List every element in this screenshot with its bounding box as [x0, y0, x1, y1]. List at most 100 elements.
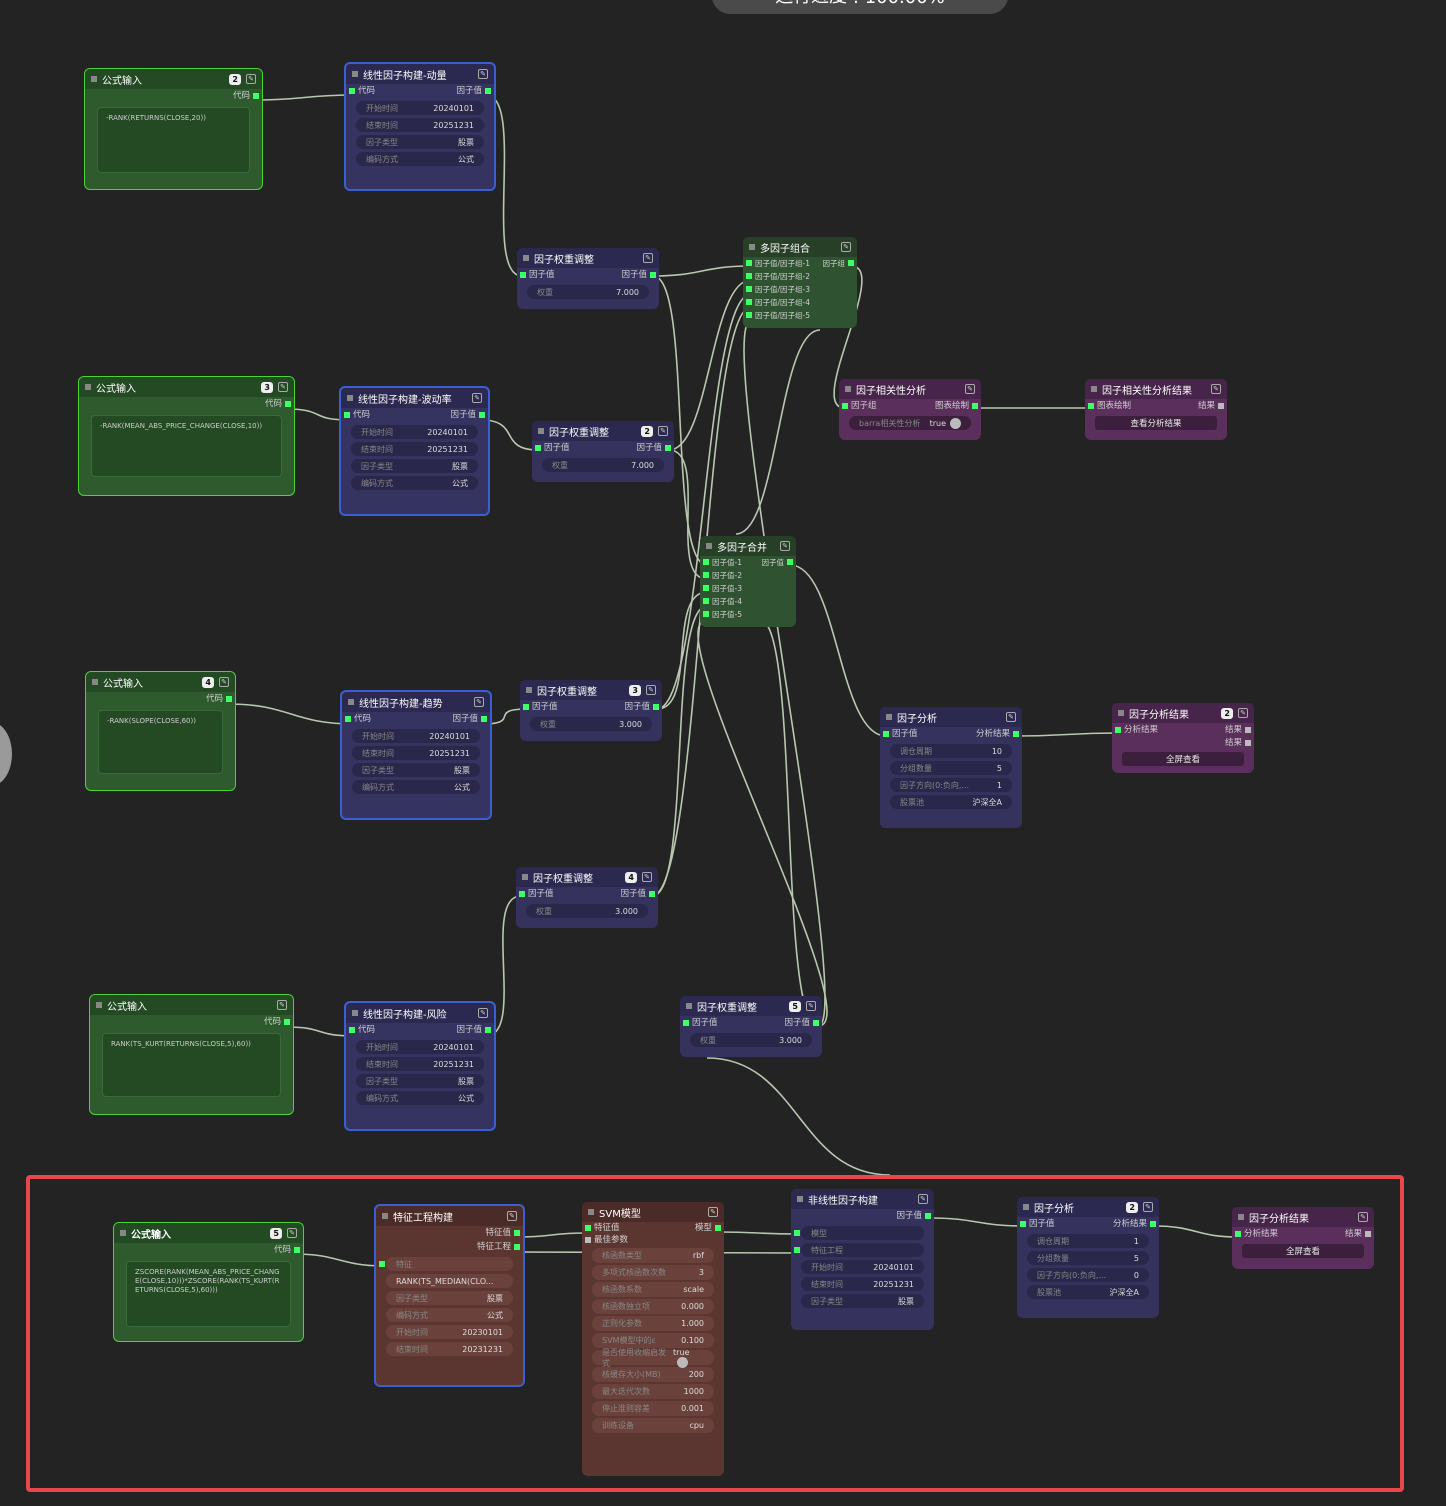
input-port[interactable] — [344, 412, 350, 418]
edit-icon[interactable]: ✎ — [472, 393, 482, 403]
encoding-select[interactable]: 编码方式公式 — [356, 152, 484, 166]
factor-type-select[interactable]: 因子类型股票 — [356, 1074, 484, 1088]
encoding-select[interactable]: 编码方式公式 — [386, 1308, 513, 1322]
edit-icon[interactable]: ✎ — [780, 541, 790, 551]
output-port[interactable] — [1365, 1231, 1371, 1237]
input-port[interactable] — [535, 445, 541, 451]
input-port[interactable] — [746, 273, 752, 279]
output-port[interactable] — [1150, 1221, 1156, 1227]
output-port[interactable] — [479, 412, 485, 418]
encoding-select[interactable]: 编码方式公式 — [356, 1091, 484, 1105]
input-port[interactable] — [746, 286, 752, 292]
factor-type-select[interactable]: 因子类型股票 — [801, 1294, 924, 1308]
edit-icon[interactable]: ✎ — [474, 697, 484, 707]
formula-textarea[interactable]: ZSCORE(RANK(MEAN_ABS_PRICE_CHANGE(CLOSE,… — [126, 1261, 291, 1327]
output-port[interactable] — [1245, 727, 1251, 733]
side-panel-handle[interactable] — [0, 722, 12, 786]
edit-icon[interactable]: ✎ — [643, 253, 653, 263]
toggle-knob[interactable] — [677, 1356, 689, 1368]
input-port[interactable] — [349, 1027, 355, 1033]
input-port[interactable] — [1115, 727, 1121, 733]
output-port[interactable] — [1218, 403, 1224, 409]
factor-type-select[interactable]: 因子类型股票 — [356, 135, 484, 149]
output-port[interactable] — [972, 403, 978, 409]
input-port[interactable] — [703, 611, 709, 617]
output-port[interactable] — [715, 1225, 721, 1231]
edit-icon[interactable]: ✎ — [1143, 1202, 1153, 1212]
output-port[interactable] — [787, 559, 793, 565]
input-port[interactable] — [794, 1230, 800, 1236]
model-input-field[interactable]: 模型 — [794, 1226, 924, 1240]
output-port[interactable] — [481, 716, 487, 722]
formula-input-node-4[interactable]: 公式输入✎ 代码 RANK(TS_KURT(RETURNS(CLOSE,5),6… — [89, 994, 294, 1115]
stock-pool-select[interactable]: 股票池沪深全A — [1027, 1285, 1149, 1299]
edit-icon[interactable]: ✎ — [841, 242, 851, 252]
fullscreen-view-button[interactable]: 全屏查看 — [1242, 1244, 1364, 1258]
output-port[interactable] — [514, 1244, 520, 1250]
output-port[interactable] — [848, 260, 854, 266]
edit-icon[interactable]: ✎ — [278, 382, 288, 392]
output-port[interactable] — [284, 1019, 290, 1025]
stock-pool-select[interactable]: 股票池沪深全A — [890, 795, 1012, 809]
input-port[interactable] — [585, 1237, 591, 1243]
output-port[interactable] — [253, 93, 259, 99]
output-port[interactable] — [649, 891, 655, 897]
input-port[interactable] — [746, 260, 752, 266]
edit-icon[interactable]: ✎ — [965, 384, 975, 394]
input-port[interactable] — [703, 559, 709, 565]
output-port[interactable] — [294, 1247, 300, 1253]
edit-icon[interactable]: ✎ — [658, 426, 668, 436]
factor-direction-field[interactable]: 因子方向(0:负向,...1 — [890, 778, 1012, 792]
feature-input-field[interactable]: 特征 — [379, 1257, 513, 1271]
output-port[interactable] — [653, 704, 659, 710]
output-port[interactable] — [485, 88, 491, 94]
output-port[interactable] — [485, 1027, 491, 1033]
edit-icon[interactable]: ✎ — [277, 1000, 287, 1010]
input-port[interactable] — [746, 299, 752, 305]
edit-icon[interactable]: ✎ — [287, 1228, 297, 1238]
input-port[interactable] — [1088, 403, 1094, 409]
edit-icon[interactable]: ✎ — [708, 1207, 718, 1217]
output-port[interactable] — [226, 696, 232, 702]
edit-icon[interactable]: ✎ — [642, 872, 652, 882]
edit-icon[interactable]: ✎ — [507, 1211, 517, 1221]
edit-icon[interactable]: ✎ — [1211, 384, 1221, 394]
factor-analysis-result-node-2[interactable]: 因子分析结果✎ 分析结果结果 全屏查看 — [1232, 1207, 1374, 1269]
input-port[interactable] — [349, 88, 355, 94]
